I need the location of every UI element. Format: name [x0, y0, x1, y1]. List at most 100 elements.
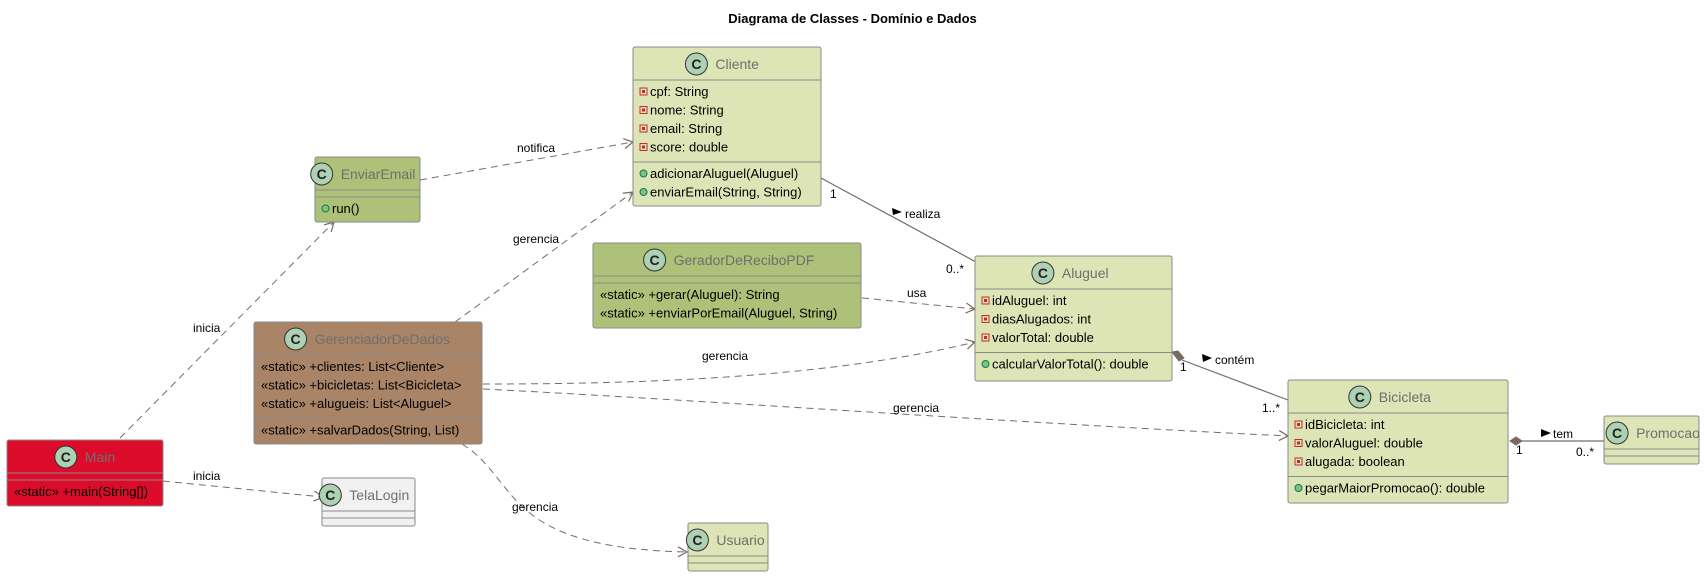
class-badge-icon: C: [310, 162, 334, 186]
class-method: enviarEmail(String, String): [650, 185, 802, 200]
class-name: Promocao: [1636, 425, 1700, 441]
svg-text:C: C: [317, 166, 327, 182]
class-attribute: «static» +alugueis: List<Aluguel>: [261, 396, 451, 411]
edge-usa: [861, 297, 977, 314]
private-visibility-icon: [1294, 420, 1303, 429]
private-visibility-icon: [981, 333, 990, 342]
class-method: «static» +enviarPorEmail(Aluguel, String…: [600, 306, 837, 321]
public-visibility-icon: [981, 360, 990, 368]
edge-gerencia-cliente: [454, 191, 634, 323]
private-visibility-icon: [639, 143, 648, 151]
mult-bicicleta-tem: 1: [1516, 443, 1523, 457]
class-name: EnviarEmail: [341, 166, 416, 182]
direction-arrow-realiza: [892, 208, 902, 215]
composition-diamond-contem: [1171, 350, 1185, 362]
class-method: run(): [332, 201, 359, 216]
class-method: «static» +gerar(Aluguel): String: [600, 287, 780, 302]
svg-text:C: C: [1038, 265, 1048, 281]
class-promocao[interactable]: C Promocao: [1603, 415, 1700, 465]
class-name: Cliente: [715, 56, 759, 72]
class-name: Aluguel: [1062, 265, 1109, 281]
private-visibility-icon: [981, 296, 990, 305]
label-usa: usa: [907, 286, 927, 300]
label-gerencia-cliente: gerencia: [513, 232, 559, 246]
private-visibility-icon: [1294, 439, 1303, 447]
private-visibility-icon-dot: [642, 90, 645, 93]
class-attribute: valorTotal: double: [992, 330, 1094, 345]
class-frame: [1603, 415, 1700, 465]
class-method: adicionarAluguel(Aluguel): [650, 166, 798, 181]
composition-diamond-tem: [1509, 436, 1523, 446]
direction-arrow-tem: [1541, 429, 1551, 437]
class-attribute: diasAlugados: int: [992, 312, 1091, 327]
class-method: pegarMaiorPromocao(): double: [1305, 481, 1485, 496]
label-gerencia-aluguel: gerencia: [702, 349, 748, 363]
class-method: «static» +salvarDados(String, List): [261, 423, 459, 438]
svg-text:C: C: [692, 532, 702, 548]
svg-text:C: C: [1355, 389, 1365, 405]
mult-bicicleta-contem: 1..*: [1262, 401, 1280, 415]
public-visibility-icon: [639, 169, 648, 178]
private-visibility-icon: [981, 315, 990, 323]
mult-aluguel-contem: 1: [1180, 360, 1187, 374]
label-contem: contém: [1215, 353, 1254, 367]
private-visibility-icon-dot: [1297, 460, 1300, 463]
svg-text:C: C: [291, 331, 301, 347]
direction-arrow-contem: [1202, 354, 1212, 362]
public-visibility-icon: [1294, 484, 1303, 492]
class-name: Usuario: [716, 532, 764, 548]
class-attribute: valorAluguel: double: [1305, 436, 1423, 451]
class-attribute: email: String: [650, 121, 722, 136]
private-visibility-icon-dot: [1297, 423, 1300, 426]
private-visibility-icon: [639, 106, 648, 114]
class-attribute: alugada: boolean: [1305, 454, 1405, 469]
label-inicia-enviaremail: inicia: [193, 321, 221, 335]
class-badge-icon: C: [1031, 261, 1055, 285]
class-badge-icon: C: [284, 327, 308, 351]
public-visibility-icon: [639, 188, 648, 196]
class-frame: [687, 522, 769, 572]
svg-text:C: C: [61, 449, 71, 465]
edge-inicia-enviaremail: [119, 221, 335, 439]
svg-text:C: C: [650, 252, 660, 268]
svg-text:C: C: [325, 487, 335, 503]
class-usuario[interactable]: C Usuario: [685, 522, 769, 572]
private-visibility-icon-dot: [984, 317, 987, 321]
class-badge-icon: C: [685, 528, 709, 552]
label-tem: tem: [1553, 427, 1573, 441]
edge-realiza: [820, 177, 977, 263]
class-method: «static» +main(String[]): [14, 484, 148, 499]
private-visibility-icon-dot: [642, 127, 645, 130]
edge-inicia-telalogin: [162, 480, 325, 502]
class-attribute: «static» +clientes: List<Cliente>: [261, 359, 444, 374]
private-visibility-icon: [639, 87, 648, 96]
class-enviaremail[interactable]: C EnviarEmail run(): [310, 156, 421, 223]
private-visibility-icon: [639, 124, 648, 133]
mult-promocao-tem: 0..*: [1576, 445, 1594, 459]
class-badge-icon: C: [1348, 385, 1372, 409]
mult-cliente-realiza: 1: [830, 187, 837, 201]
class-method: calcularValorTotal(): double: [992, 357, 1149, 372]
class-badge-icon: C: [54, 445, 78, 469]
class-badge-icon: C: [1605, 421, 1629, 445]
class-frame: [974, 255, 1173, 382]
edge-notifica: [419, 138, 635, 181]
edge-gerencia-bicicleta: [482, 388, 1290, 442]
label-gerencia-usuario: gerencia: [512, 500, 558, 514]
edge-contem: [1181, 359, 1289, 401]
class-attribute: score: double: [650, 140, 728, 155]
private-visibility-icon-dot: [984, 336, 987, 339]
mult-aluguel-realiza: 0..*: [946, 262, 964, 276]
public-visibility-icon: [321, 204, 330, 213]
class-badge-icon: C: [318, 483, 342, 507]
svg-text:C: C: [691, 56, 701, 72]
